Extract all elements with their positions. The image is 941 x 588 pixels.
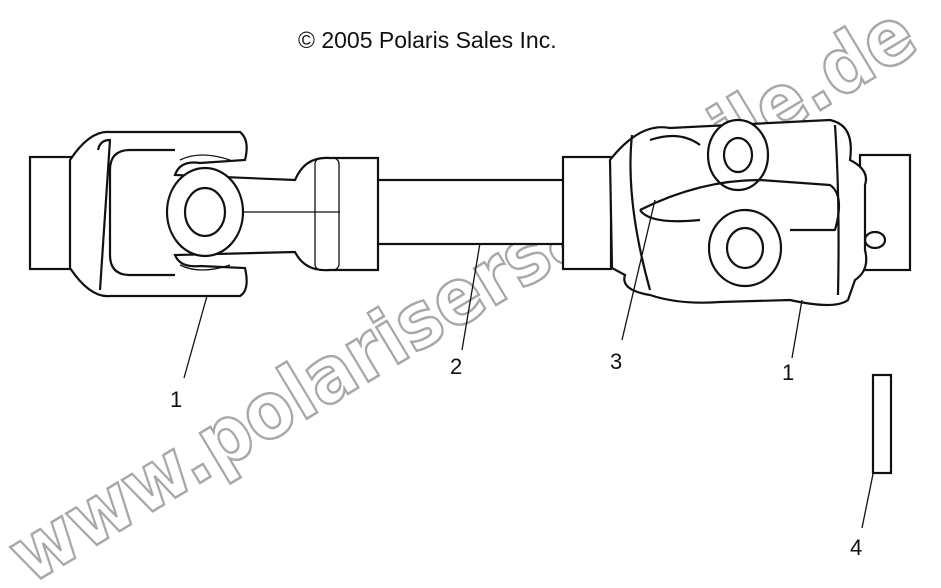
- right-u-joint-part: [561, 118, 912, 307]
- shaft-part: [370, 178, 570, 246]
- callout-2: 2: [450, 354, 462, 379]
- leader-line: [791, 299, 803, 359]
- key-part: [871, 373, 893, 475]
- leader-line: [621, 199, 656, 341]
- callout-1-right: 1: [782, 360, 794, 385]
- callout-3: 3: [610, 349, 622, 374]
- left-u-joint-part: [28, 130, 380, 298]
- callout-4: 4: [850, 535, 862, 560]
- callout-1-left: 1: [170, 387, 182, 412]
- leader-line: [183, 295, 208, 379]
- leader-line: [861, 473, 874, 529]
- copyright-text: © 2005 Polaris Sales Inc.: [298, 27, 557, 53]
- leader-line: [461, 242, 481, 351]
